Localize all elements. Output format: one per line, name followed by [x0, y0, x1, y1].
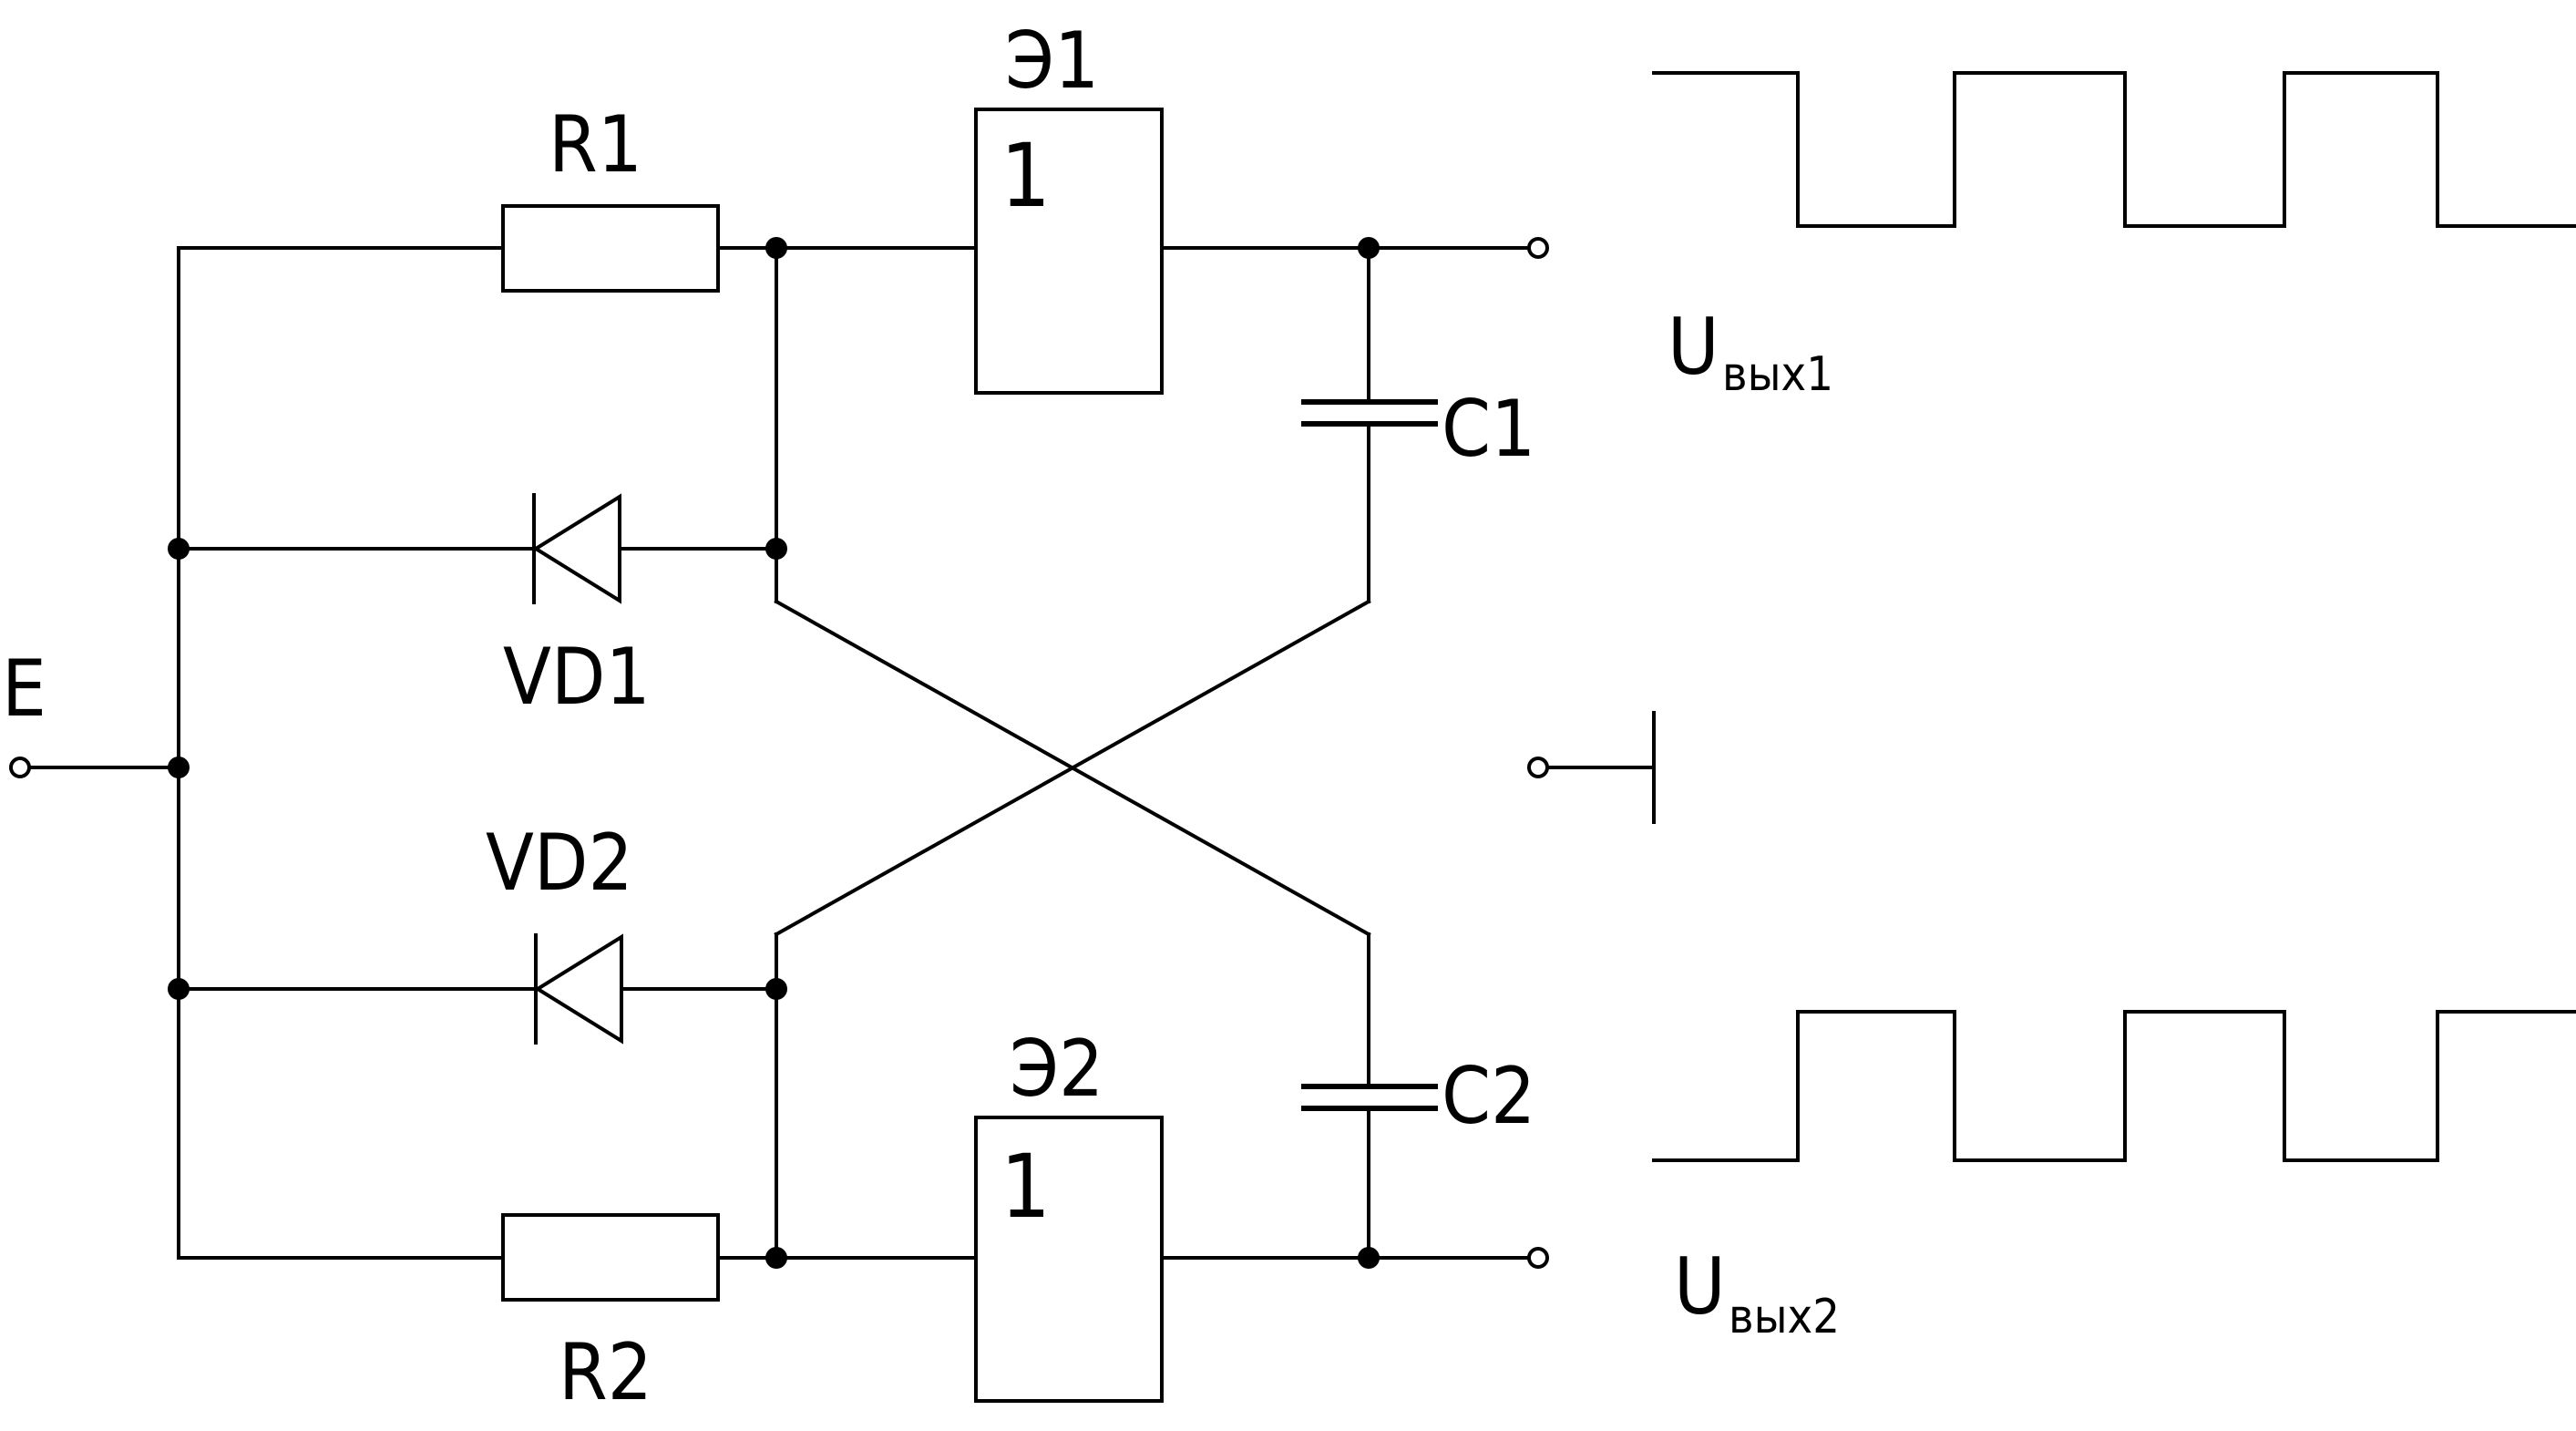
gate-e1: [974, 108, 1164, 395]
junction-dot: [168, 538, 190, 560]
capacitor-c1: [1301, 399, 1438, 427]
diode-vd1: [532, 493, 621, 604]
diode-vd2-triangle: [534, 933, 623, 1045]
junction-dot: [765, 978, 787, 1000]
label-e: E: [2, 643, 46, 735]
label-u-out2: U: [1674, 1241, 1726, 1333]
label-c1: C1: [1442, 384, 1535, 475]
label-c2: C2: [1442, 1051, 1535, 1142]
junctions: [168, 237, 1380, 1269]
junction-dot: [168, 757, 190, 778]
waveform-u-out2: [1652, 1010, 2576, 1162]
waveform-u-out1: [1652, 71, 2576, 228]
junction-dot: [1358, 237, 1380, 259]
junction-dot: [765, 1247, 787, 1269]
junction-dot: [765, 538, 787, 560]
gate-e1-function: 1: [1001, 125, 1051, 227]
label-e2: Э2: [1010, 1024, 1103, 1115]
junction-dot: [765, 237, 787, 259]
ground-terminal: [1527, 757, 1549, 778]
junction-dot: [168, 978, 190, 1000]
gate-e2: [974, 1116, 1164, 1403]
gate-e2-function: 1: [1001, 1136, 1051, 1238]
output1-terminal: [1527, 237, 1549, 259]
label-r1: R1: [549, 99, 642, 190]
cross-wire-b: [774, 599, 1371, 937]
diode-vd2: [534, 933, 623, 1045]
label-vd2: VD2: [486, 818, 633, 909]
junction-dot: [1358, 1247, 1380, 1269]
wires: [27, 246, 1656, 1260]
label-vd1: VD1: [503, 632, 651, 723]
output2-terminal: [1527, 1247, 1549, 1269]
capacitor-c2: [1301, 1084, 1438, 1111]
input-terminal: [9, 757, 31, 778]
label-u-out2-subscript: вых2: [1729, 1290, 1840, 1344]
resistor-r1: [501, 204, 720, 293]
diode-vd1-triangle: [532, 493, 621, 604]
resistor-r2: [501, 1213, 720, 1302]
label-u-out1-subscript: вых1: [1722, 347, 1833, 402]
label-r2: R2: [559, 1327, 652, 1418]
label-e1: Э1: [1005, 15, 1099, 107]
label-u-out1: U: [1668, 302, 1719, 393]
